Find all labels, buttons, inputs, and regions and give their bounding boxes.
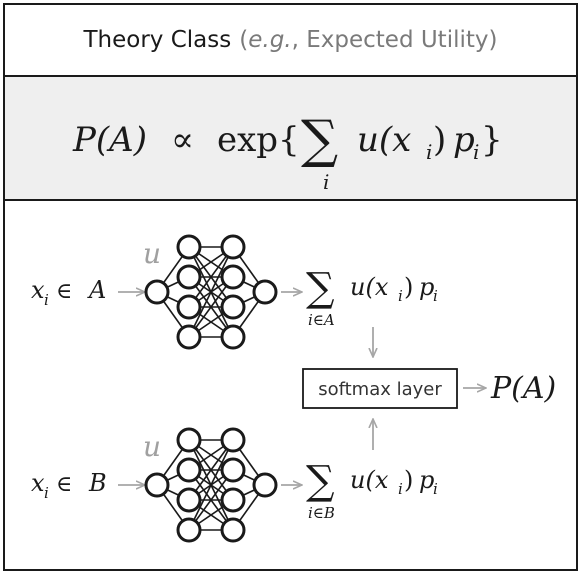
svg-text:i: i <box>433 480 438 498</box>
sum-b-expression: ∑ i∈B u(x i ) p i <box>306 458 438 522</box>
main-formula: P(A) ∝ exp{ ∑ i u(x i ) p i } <box>72 110 503 194</box>
svg-text:x: x <box>31 469 45 497</box>
formula-sum-index: i <box>323 170 329 194</box>
svg-text:p: p <box>419 273 434 301</box>
header-title: Theory Class <box>83 27 232 53</box>
neural-network-b <box>144 427 278 543</box>
network-node <box>176 457 202 483</box>
svg-text:x: x <box>31 276 45 304</box>
formula-p: p <box>453 120 475 160</box>
network-node <box>252 279 278 305</box>
svg-text:A: A <box>87 276 106 304</box>
svg-text:∑: ∑ <box>306 458 335 504</box>
formula-term-sub: i <box>426 140 432 164</box>
softmax-label: softmax layer <box>318 379 442 400</box>
network-edge <box>188 246 234 338</box>
input-b-label: x i ∈ B <box>31 469 107 502</box>
network-node <box>176 427 202 453</box>
model-diagram: P(A) ∝ exp{ ∑ i u(x i ) p i } x i ∈ A x … <box>31 110 556 543</box>
network-node <box>176 294 202 320</box>
panel-header: Theory Class (e.g., Expected Utility) <box>5 5 576 77</box>
svg-text:u(x: u(x <box>350 273 389 301</box>
network-node <box>176 324 202 350</box>
svg-text:∑: ∑ <box>306 265 335 311</box>
svg-text:i: i <box>44 484 49 502</box>
svg-text:∈: ∈ <box>56 279 72 304</box>
network-node <box>176 517 202 543</box>
svg-text:i: i <box>398 480 403 498</box>
network-a-label: u <box>143 237 161 270</box>
svg-text:B: B <box>88 469 107 497</box>
network-node <box>220 234 246 260</box>
network-node <box>220 517 246 543</box>
network-node <box>176 487 202 513</box>
formula-p-sub: i <box>473 140 479 164</box>
sum-a-expression: ∑ i∈A u(x i ) p i <box>306 265 438 329</box>
formula-band <box>5 77 576 201</box>
formula-sum: ∑ <box>301 110 338 170</box>
theory-class-panel: Theory Class (e.g., Expected Utility) P(… <box>3 3 578 571</box>
network-node <box>220 264 246 290</box>
network-node <box>176 264 202 290</box>
network-b-label: u <box>143 430 161 463</box>
output-label: P(A) <box>490 371 556 406</box>
svg-text:p: p <box>419 466 434 494</box>
svg-text:i: i <box>44 291 49 309</box>
formula-close: } <box>481 120 503 160</box>
svg-text:): ) <box>404 466 413 494</box>
network-edge <box>188 439 234 531</box>
svg-text:): ) <box>404 273 413 301</box>
network-node <box>144 279 170 305</box>
network-node <box>220 324 246 350</box>
neural-network-a <box>144 234 278 350</box>
svg-text:i: i <box>398 287 403 305</box>
formula-term-close: ) <box>433 120 446 160</box>
network-node <box>220 487 246 513</box>
network-node <box>220 294 246 320</box>
formula-exp: exp{ <box>217 120 300 160</box>
formula-proportional: ∝ <box>171 120 194 160</box>
svg-text:i: i <box>433 287 438 305</box>
network-node <box>220 457 246 483</box>
network-node <box>144 472 170 498</box>
formula-term: u(x <box>357 120 411 160</box>
network-node <box>176 234 202 260</box>
svg-text:i∈A: i∈A <box>308 311 335 329</box>
svg-text:i∈B: i∈B <box>308 504 335 522</box>
network-node <box>252 472 278 498</box>
header-subtitle: (e.g., Expected Utility) <box>239 27 498 53</box>
formula-lhs: P(A) <box>72 120 147 160</box>
network-node <box>220 427 246 453</box>
svg-text:∈: ∈ <box>56 472 72 497</box>
input-a-label: x i ∈ A <box>31 276 106 309</box>
svg-text:u(x: u(x <box>350 466 389 494</box>
softmax-layer: softmax layer <box>302 368 458 409</box>
